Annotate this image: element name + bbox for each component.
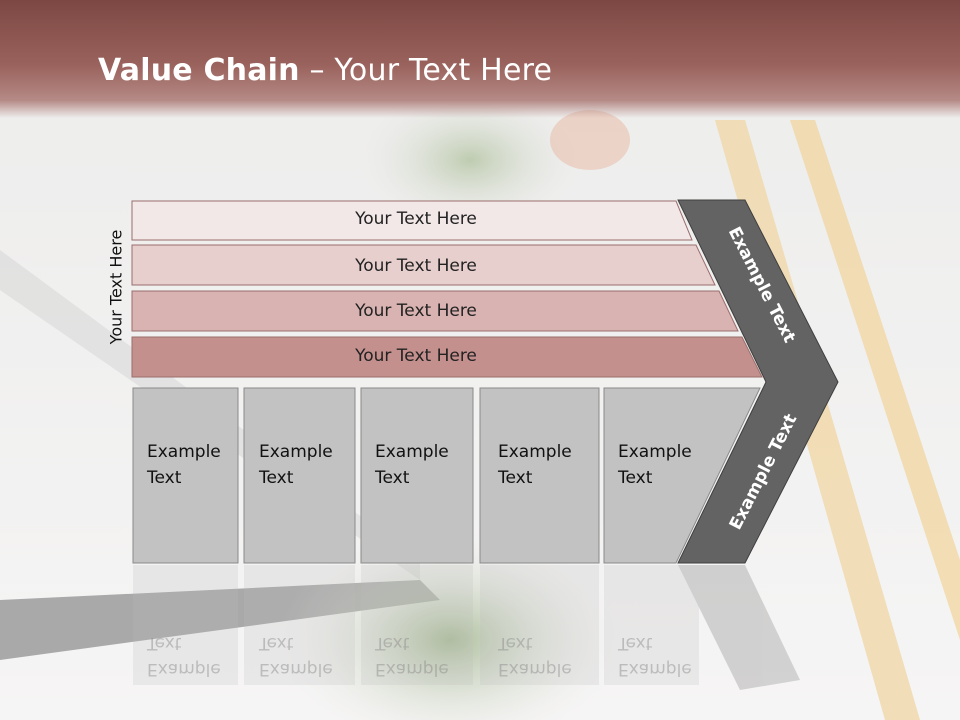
reflection-box-5	[604, 565, 699, 685]
reflection-label-3-line1: Example	[375, 659, 449, 679]
title-band	[0, 0, 960, 118]
bar-label-4: Your Text Here	[355, 346, 477, 366]
reflection-label-1-line1: Example	[147, 659, 221, 679]
reflection-box-1	[133, 565, 238, 685]
chevron-shape	[677, 199, 839, 564]
box-label-2-line2: Text	[259, 468, 294, 488]
reflection-chevron	[678, 565, 800, 690]
box-label-1-line2: Text	[147, 468, 182, 488]
box-label-3-line2: Text	[375, 468, 410, 488]
reflection-label-2: Example Text	[259, 630, 333, 682]
activity-box-1	[132, 387, 239, 564]
reflection-label-2-line2: Text	[259, 633, 294, 653]
box-label-5-line2: Text	[618, 468, 653, 488]
box-label-4-line2: Text	[498, 468, 533, 488]
activity-box-2	[243, 387, 356, 564]
bar-label-1: Your Text Here	[355, 209, 477, 229]
box-label-3-line1: Example	[375, 442, 449, 462]
box-label-1-line1: Example	[147, 442, 221, 462]
reflection-label-2-line1: Example	[259, 659, 333, 679]
page-title: Value Chain – Your Text Here	[98, 53, 552, 88]
bar-label-2: Your Text Here	[355, 256, 477, 276]
reflection-label-4-line2: Text	[498, 633, 533, 653]
reflection-label-4: Example Text	[498, 630, 572, 682]
reflection-label-3-line2: Text	[375, 633, 410, 653]
reflection-group	[133, 565, 800, 690]
reflection-label-5: Example Text	[618, 630, 692, 682]
bar-3	[131, 290, 739, 332]
reflection-label-4-line1: Example	[498, 659, 572, 679]
bar-4	[131, 336, 763, 378]
reflection-box-4	[480, 565, 599, 685]
reflection-label-1-line2: Text	[147, 633, 182, 653]
bar-1	[131, 200, 693, 241]
activity-box-4	[479, 387, 600, 564]
reflection-box-2	[244, 565, 355, 685]
box-label-4-line1: Example	[498, 442, 572, 462]
box-label-5-line1: Example	[618, 442, 692, 462]
activity-box-5	[603, 387, 761, 564]
bar-label-3: Your Text Here	[355, 301, 477, 321]
reflection-box-3	[361, 565, 473, 685]
reflection-label-5-line2: Text	[618, 633, 653, 653]
title-rest: – Your Text Here	[299, 53, 553, 88]
reflection-label-5-line1: Example	[618, 659, 692, 679]
activity-box-3	[360, 387, 474, 564]
reflection-label-1: Example Text	[147, 630, 221, 682]
title-bold: Value Chain	[98, 53, 300, 88]
reflection-label-3: Example Text	[375, 630, 449, 682]
bar-2	[131, 244, 716, 286]
box-label-2-line1: Example	[259, 442, 333, 462]
